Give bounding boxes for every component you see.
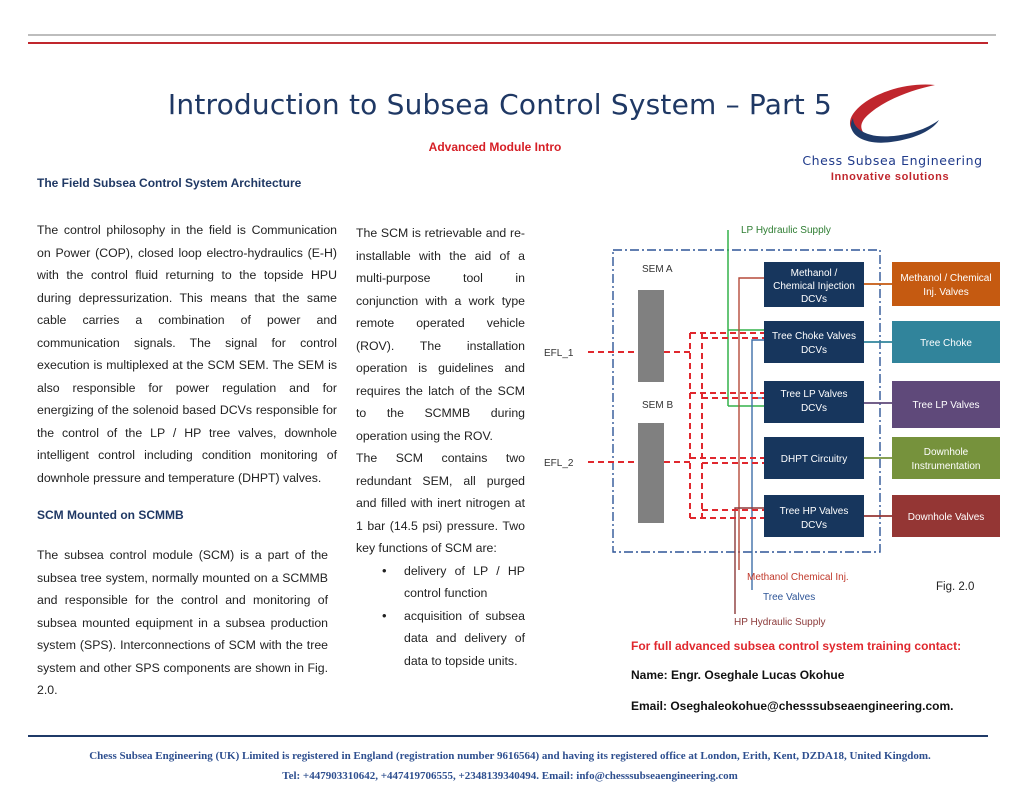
- top-grey-rule: [28, 34, 996, 36]
- svg-text:Tree Choke Valves: Tree Choke Valves: [772, 331, 856, 342]
- tree-valves-line: [751, 339, 764, 590]
- output-box-downhole-valves: Downhole Valves: [892, 495, 1000, 537]
- svg-text:Tree Choke: Tree Choke: [920, 338, 972, 349]
- svg-text:Downhole Valves: Downhole Valves: [908, 512, 985, 523]
- contact-name: Name: Engr. Oseghale Lucas Okohue: [631, 668, 845, 682]
- comms-lines: [588, 332, 764, 519]
- svg-text:DCVs: DCVs: [801, 403, 827, 414]
- scm-interconnection-diagram: Methanol / Chemical Injection DCVs Tree …: [544, 225, 1000, 628]
- svg-text:Methanol /: Methanol /: [791, 268, 838, 279]
- sem-b-label: SEM B: [642, 400, 673, 411]
- methanol-inj-label: Methanol Chemical Inj.: [747, 572, 849, 583]
- dcv-box-tree-hp: Tree HP Valves DCVs: [764, 495, 864, 537]
- dcv-box-tree-choke: Tree Choke Valves DCVs: [764, 321, 864, 363]
- contact-email: Email: Oseghaleokohue@chesssubseaenginee…: [631, 699, 954, 713]
- paragraph-scm-mounted: The subsea control module (SCM) is a par…: [37, 548, 328, 697]
- sem-b-module: [638, 423, 664, 523]
- svg-text:DHPT Circuitry: DHPT Circuitry: [781, 454, 847, 465]
- list-item: delivery of LP / HP control function: [382, 560, 525, 605]
- dcv-box-tree-lp: Tree LP Valves DCVs: [764, 381, 864, 423]
- hp-supply-label: HP Hydraulic Supply: [734, 617, 826, 628]
- scm-boundary: [612, 249, 881, 553]
- svg-text:Tree LP Valves: Tree LP Valves: [780, 389, 847, 400]
- footer-contact: Tel: +447903310642, +447419706555, +2348…: [282, 770, 738, 782]
- page-subtitle: Advanced Module Intro: [428, 140, 562, 154]
- footer-registration: Chess Subsea Engineering (UK) Limited is…: [89, 750, 931, 762]
- output-box-downhole-instrumentation: Downhole Instrumentation: [892, 437, 1000, 479]
- output-box-tree-lp-valves: Tree LP Valves: [892, 381, 1000, 428]
- svg-text:DCVs: DCVs: [801, 520, 827, 531]
- svg-text:Methanol / Chemical: Methanol / Chemical: [900, 273, 991, 284]
- company-logo: Chess Subsea Engineering Innovative solu…: [785, 80, 1000, 185]
- paragraph-scm-retrievable: The SCM is retrievable and re-installabl…: [356, 222, 525, 672]
- logo-swoosh-icon: [849, 84, 939, 143]
- scm-functions-list: delivery of LP / HP control function acq…: [356, 560, 525, 673]
- paragraph-scm-sem: The SCM contains two redundant SEM, all …: [356, 451, 525, 555]
- hp-supply-line: [734, 507, 764, 614]
- paragraph-architecture: The control philosophy in the field is C…: [37, 223, 337, 485]
- paragraph-scm-retrievable-text: The SCM is retrievable and re-installabl…: [356, 226, 525, 443]
- svg-text:Inj. Valves: Inj. Valves: [923, 287, 968, 298]
- sem-a-module: [638, 290, 664, 382]
- svg-text:DCVs: DCVs: [801, 345, 827, 356]
- output-box-methanol-valves: Methanol / Chemical Inj. Valves: [892, 262, 1000, 306]
- tree-valves-label: Tree Valves: [763, 592, 815, 603]
- efl2-label: EFL_2: [544, 458, 574, 469]
- methanol-line: [738, 277, 764, 570]
- svg-text:Tree LP Valves: Tree LP Valves: [912, 400, 979, 411]
- sem-a-label: SEM A: [642, 264, 673, 275]
- logo-company-name: Chess Subsea Engineering: [802, 153, 983, 168]
- heading-scm-mounted: SCM Mounted on SCMMB: [37, 508, 184, 522]
- svg-text:Downhole: Downhole: [924, 447, 969, 458]
- heading-architecture: The Field Subsea Control System Architec…: [37, 176, 302, 190]
- footer-rule: [28, 735, 988, 737]
- figure-label: Fig. 2.0: [936, 581, 974, 593]
- svg-text:Chemical Injection: Chemical Injection: [773, 281, 855, 292]
- contact-heading: For full advanced subsea control system …: [631, 639, 962, 653]
- page-title: Introduction to Subsea Control System – …: [167, 88, 833, 121]
- logo-tagline: Innovative solutions: [830, 171, 950, 183]
- lp-supply-label: LP Hydraulic Supply: [741, 225, 831, 236]
- svg-text:Tree HP Valves: Tree HP Valves: [780, 506, 849, 517]
- list-item: acquisition of subsea data and delivery …: [382, 605, 525, 673]
- top-red-rule: [28, 42, 988, 44]
- svg-text:Instrumentation: Instrumentation: [912, 461, 981, 472]
- dcv-box-methanol: Methanol / Chemical Injection DCVs: [764, 262, 864, 307]
- efl1-label: EFL_1: [544, 348, 574, 359]
- svg-text:DCVs: DCVs: [801, 294, 827, 305]
- dcv-box-dhpt: DHPT Circuitry: [764, 437, 864, 479]
- output-box-tree-choke: Tree Choke: [892, 321, 1000, 363]
